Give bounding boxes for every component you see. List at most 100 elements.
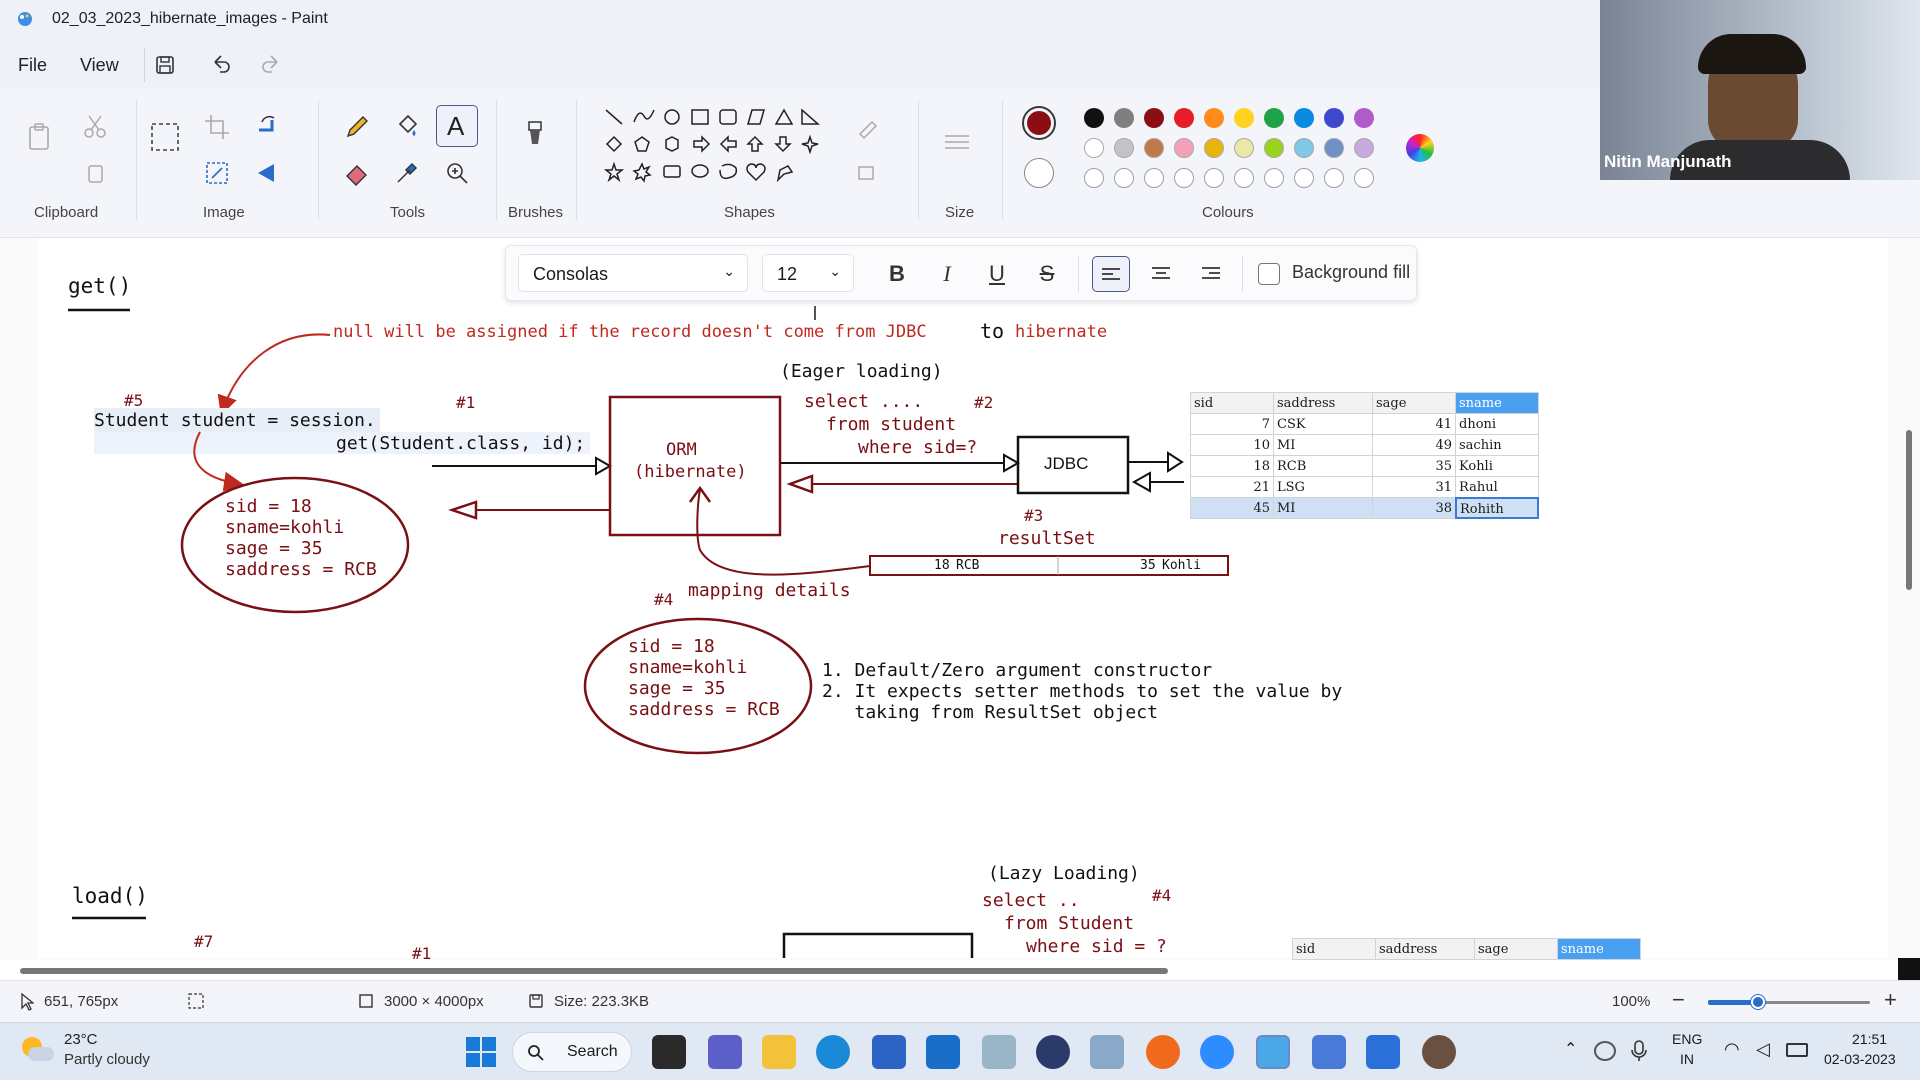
font-family-select[interactable]: Consolas ⌄ xyxy=(518,254,748,292)
weather-icon[interactable] xyxy=(20,1033,56,1069)
paint-taskbar-icon[interactable] xyxy=(1256,1035,1290,1069)
custom-color-slot[interactable] xyxy=(1174,168,1194,188)
app-icon[interactable] xyxy=(1366,1035,1400,1069)
stroke-size-icon[interactable] xyxy=(942,128,972,158)
align-center-button[interactable] xyxy=(1142,256,1180,292)
fill-icon[interactable] xyxy=(392,112,422,142)
color-swatch[interactable] xyxy=(1174,108,1194,128)
menu-file[interactable]: File xyxy=(18,55,48,75)
menu-view[interactable]: View xyxy=(80,55,119,75)
start-button[interactable] xyxy=(466,1037,496,1067)
shape-fill-icon[interactable] xyxy=(854,158,884,188)
battery-icon[interactable] xyxy=(1786,1043,1808,1057)
undo-icon[interactable] xyxy=(208,52,234,78)
horizontal-scrollbar[interactable] xyxy=(20,968,1168,974)
drawing-canvas[interactable]: get() null will be assigned if the recor… xyxy=(38,238,1888,963)
color-swatch[interactable] xyxy=(1354,108,1374,128)
magnifier-icon[interactable] xyxy=(442,158,472,188)
network-status-icon[interactable] xyxy=(1594,1041,1616,1061)
crop-icon[interactable] xyxy=(202,112,232,142)
color-swatch[interactable] xyxy=(1324,108,1344,128)
file-explorer-icon[interactable] xyxy=(762,1035,796,1069)
clock-date[interactable]: 02-03-2023 xyxy=(1824,1051,1896,1067)
app-icon[interactable] xyxy=(1090,1035,1124,1069)
primary-color-button[interactable] xyxy=(1022,106,1056,140)
language-secondary[interactable]: IN xyxy=(1680,1051,1694,1067)
custom-color-slot[interactable] xyxy=(1324,168,1344,188)
save-icon[interactable] xyxy=(152,52,178,78)
zoom-icon[interactable] xyxy=(1200,1035,1234,1069)
clock-time[interactable]: 21:51 xyxy=(1852,1031,1888,1047)
app-icon[interactable] xyxy=(1036,1035,1070,1069)
color-picker-icon[interactable] xyxy=(392,158,422,188)
color-swatch[interactable] xyxy=(1294,138,1314,158)
edge-icon[interactable] xyxy=(816,1035,850,1069)
task-view-icon[interactable] xyxy=(652,1035,686,1069)
color-swatch[interactable] xyxy=(1174,138,1194,158)
custom-color-slot[interactable] xyxy=(1234,168,1254,188)
volume-icon[interactable]: ◁ xyxy=(1756,1039,1770,1059)
color-swatch[interactable] xyxy=(1084,108,1104,128)
zoom-slider[interactable] xyxy=(1708,995,1870,1009)
underline-button[interactable]: U xyxy=(989,261,1005,286)
outline-icon[interactable] xyxy=(854,112,884,142)
custom-color-slot[interactable] xyxy=(1084,168,1104,188)
vertical-scrollbar[interactable] xyxy=(1906,430,1912,590)
store-icon[interactable] xyxy=(872,1035,906,1069)
firefox-icon[interactable] xyxy=(1146,1035,1180,1069)
text-tool-button[interactable]: A xyxy=(436,105,478,147)
language-primary[interactable]: ENG xyxy=(1672,1031,1703,1047)
teams-chat-icon[interactable] xyxy=(708,1035,742,1069)
italic-button[interactable]: I xyxy=(943,261,951,286)
custom-color-slot[interactable] xyxy=(1114,168,1134,188)
color-swatch[interactable] xyxy=(1294,108,1314,128)
color-swatch[interactable] xyxy=(1324,138,1344,158)
brush-icon[interactable] xyxy=(520,118,550,148)
redo-icon[interactable] xyxy=(258,52,284,78)
microphone-icon[interactable] xyxy=(1630,1039,1648,1063)
color-swatch[interactable] xyxy=(1264,138,1284,158)
custom-color-slot[interactable] xyxy=(1144,168,1164,188)
shapes-gallery[interactable] xyxy=(594,102,838,192)
custom-color-slot[interactable] xyxy=(1204,168,1224,188)
color-swatch[interactable] xyxy=(1354,138,1374,158)
copy-icon[interactable] xyxy=(80,158,110,188)
custom-color-slot[interactable] xyxy=(1264,168,1284,188)
color-swatch[interactable] xyxy=(1234,108,1254,128)
align-left-button[interactable] xyxy=(1092,256,1130,292)
app-icon[interactable] xyxy=(982,1035,1016,1069)
taskbar-search[interactable]: Search xyxy=(512,1032,632,1072)
color-swatch[interactable] xyxy=(1204,108,1224,128)
color-swatch[interactable] xyxy=(1084,138,1104,158)
color-swatch[interactable] xyxy=(1144,138,1164,158)
color-swatch[interactable] xyxy=(1114,138,1134,158)
zoom-slider-thumb[interactable] xyxy=(1750,995,1765,1009)
background-fill-checkbox[interactable] xyxy=(1258,263,1280,285)
app-icon[interactable] xyxy=(1422,1035,1456,1069)
flip-icon[interactable] xyxy=(254,158,284,188)
custom-color-slot[interactable] xyxy=(1354,168,1374,188)
pencil-icon[interactable] xyxy=(342,112,372,142)
notepad-icon[interactable] xyxy=(1312,1035,1346,1069)
custom-color-slot[interactable] xyxy=(1294,168,1314,188)
align-right-button[interactable] xyxy=(1192,256,1230,292)
select-icon[interactable] xyxy=(150,122,180,152)
font-size-select[interactable]: 12 ⌄ xyxy=(762,254,854,292)
zoom-in-button[interactable]: + xyxy=(1884,987,1897,1012)
color-swatch[interactable] xyxy=(1114,108,1134,128)
eraser-icon[interactable] xyxy=(342,158,372,188)
paste-icon[interactable] xyxy=(24,122,54,152)
edit-colors-icon[interactable] xyxy=(1406,134,1434,162)
wifi-icon[interactable]: ◠ xyxy=(1724,1039,1740,1059)
color-swatch[interactable] xyxy=(1144,108,1164,128)
bold-button[interactable]: B xyxy=(889,261,905,286)
strikethrough-button[interactable]: S xyxy=(1039,261,1055,286)
mail-icon[interactable] xyxy=(926,1035,960,1069)
chevron-up-icon[interactable]: ⌃ xyxy=(1564,1041,1578,1058)
rotate-icon[interactable] xyxy=(254,112,284,142)
secondary-color-button[interactable] xyxy=(1024,158,1054,188)
zoom-out-button[interactable]: − xyxy=(1672,987,1685,1012)
color-swatch[interactable] xyxy=(1264,108,1284,128)
cut-icon[interactable] xyxy=(80,112,110,142)
resize-icon[interactable] xyxy=(202,158,232,188)
